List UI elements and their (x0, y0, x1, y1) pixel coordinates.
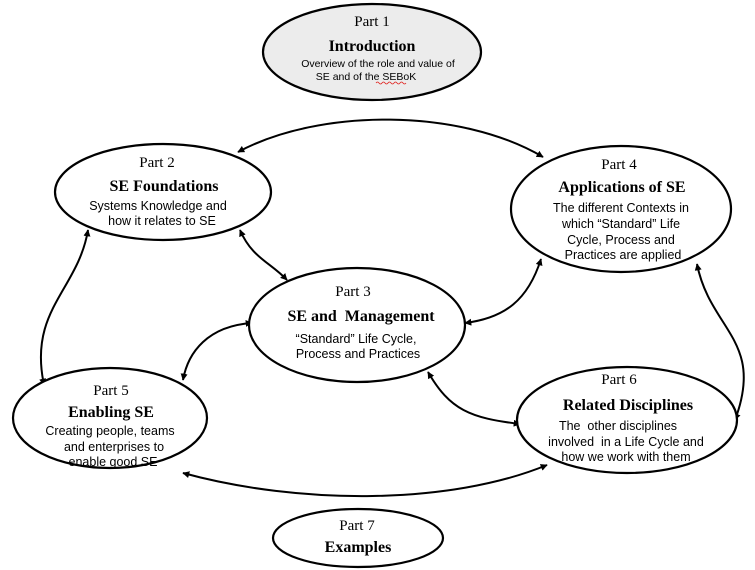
part6-desc-line1: The other disciplines (559, 419, 677, 433)
arrow-part2-part5 (39, 229, 91, 386)
part2-label: Part 2 (139, 155, 174, 171)
arrow-part4-part3 (464, 258, 543, 326)
part7-ellipse (271, 507, 445, 569)
part1-desc-line1: Overview of the role and value of (301, 58, 455, 70)
part4-label: Part 4 (601, 157, 637, 173)
part1-label: Part 1 (354, 14, 389, 30)
node-part1: Part 1 Introduction Overview of the role… (261, 2, 483, 102)
part5-desc-line1: Creating people, teams (45, 424, 174, 438)
part7-label: Part 7 (339, 518, 375, 534)
part4-desc-line4: Practices are applied (565, 248, 682, 262)
part2-ellipse (53, 142, 273, 242)
part1-ellipse (261, 2, 483, 102)
arrow-part3-part6 (427, 371, 521, 427)
node-part5: Part 5 Enabling SE Creating people, team… (11, 366, 209, 470)
node-part3: Part 3 SE and Management “Standard” Life… (247, 266, 467, 384)
part4-desc-line2: which “Standard” Life (561, 217, 680, 231)
part5-desc-line3: enable good SE (69, 455, 158, 469)
part4-desc-line3: Cycle, Process and (567, 233, 675, 247)
part6-desc-line2: involved in a Life Cycle and (548, 435, 704, 449)
part6-title: Related Disciplines (563, 397, 693, 414)
arrow-part3-part5 (180, 319, 253, 381)
part1-desc-line2a: SE and of the (316, 71, 383, 83)
part3-desc-line2: Process and Practices (296, 347, 420, 361)
part4-ellipse (509, 144, 733, 274)
node-part6: Part 6 Related Disciplines The other dis… (515, 365, 739, 475)
arrow-part4-part6 (694, 263, 745, 421)
node-part2: Part 2 SE Foundations Systems Knowledge … (53, 142, 273, 242)
part6-desc-line3: how we work with them (561, 450, 690, 464)
part3-title: SE and Management (287, 308, 435, 325)
part4-desc-line1: The different Contexts in (553, 201, 689, 215)
part1-desc-line2: SE and of the SEBoK (316, 71, 416, 83)
part1-sebok-word: SEBoK (382, 71, 416, 83)
part3-label: Part 3 (335, 284, 370, 300)
part1-title: Introduction (329, 38, 416, 55)
part2-desc-line2: how it relates to SE (108, 214, 216, 228)
node-part7: Part 7 Examples (271, 507, 445, 569)
part5-title: Enabling SE (68, 404, 154, 421)
part7-title: Examples (325, 539, 392, 556)
arrow-part5-part6 (182, 464, 548, 498)
part6-label: Part 6 (601, 372, 637, 388)
part5-label: Part 5 (93, 383, 128, 399)
connectors (39, 118, 745, 498)
part2-desc-line1: Systems Knowledge and (89, 199, 227, 213)
arrow-part2-part4 (237, 118, 544, 158)
arrow-part2-part3 (239, 229, 288, 281)
part5-desc-line2: and enterprises to (64, 440, 164, 454)
part5-ellipse (11, 366, 209, 470)
part2-title: SE Foundations (110, 178, 219, 195)
part3-ellipse (247, 266, 467, 384)
node-part4: Part 4 Applications of SE The different … (509, 144, 733, 274)
part6-ellipse (515, 365, 739, 475)
part4-title: Applications of SE (558, 179, 685, 196)
part3-desc-line1: “Standard” Life Cycle, (296, 332, 417, 346)
spellcheck-squiggle (375, 81, 407, 85)
